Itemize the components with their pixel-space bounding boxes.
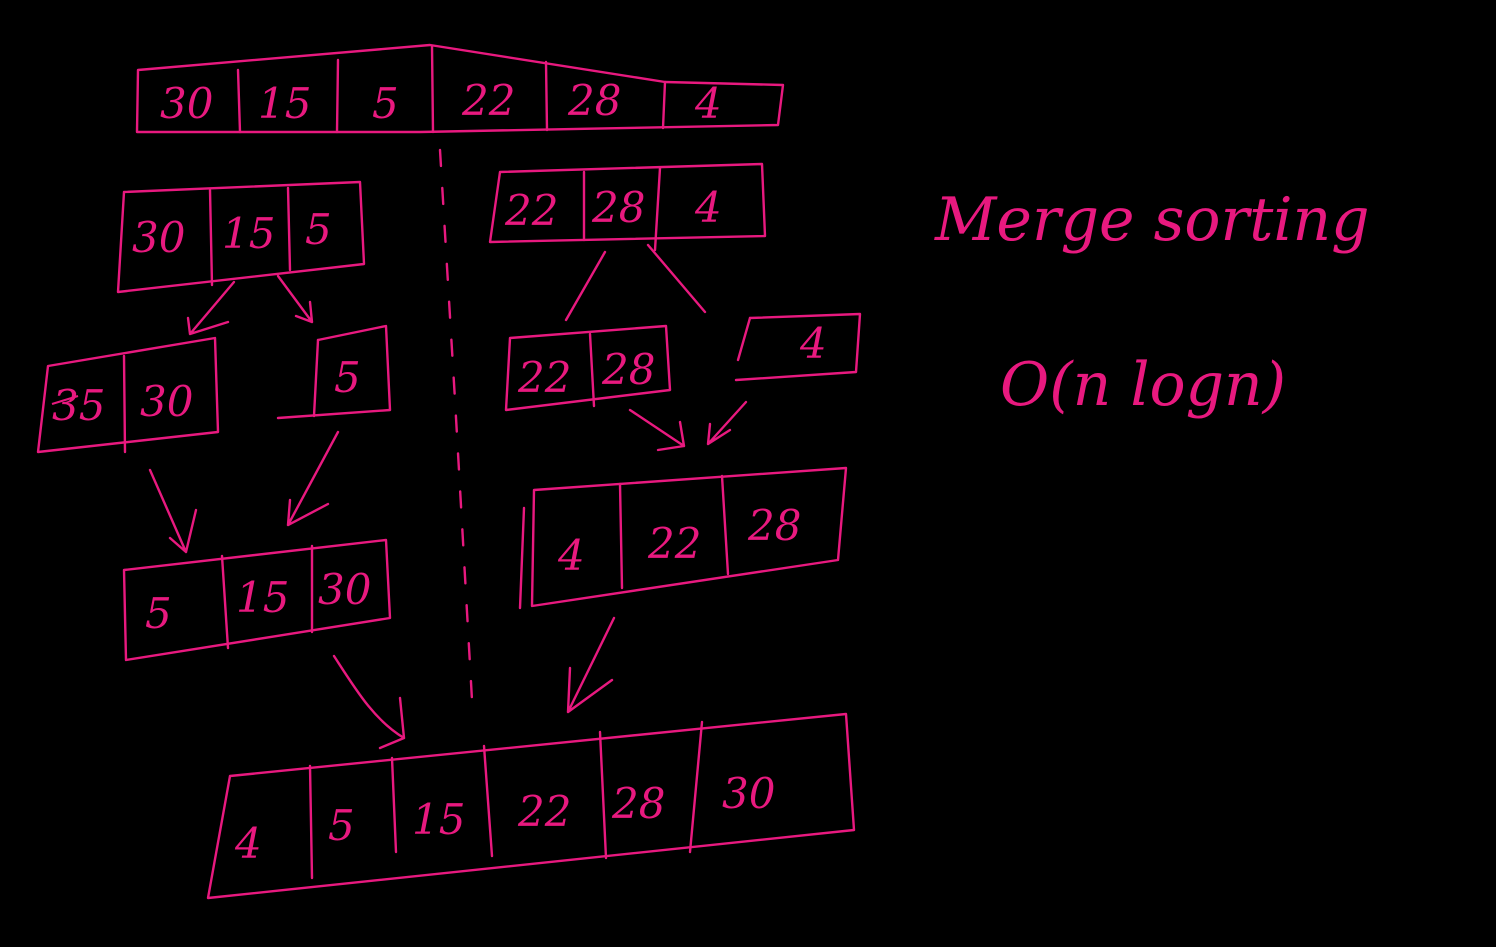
initial-cell-6: 4 bbox=[694, 79, 722, 128]
right-merged-cell-1: 4 bbox=[557, 531, 585, 580]
left-merged-cell-2: 15 bbox=[236, 573, 289, 622]
left-half-array: 30 15 5 bbox=[116, 180, 366, 294]
initial-cell-3: 5 bbox=[372, 79, 399, 128]
right-pair-cell-1: 22 bbox=[517, 353, 571, 402]
left-half-cell-2: 15 bbox=[222, 209, 275, 258]
left-single-array: 5 bbox=[276, 324, 392, 420]
right-single-cell: 4 bbox=[799, 319, 827, 368]
right-single-array: 4 bbox=[734, 312, 862, 382]
right-merged-cell-3: 28 bbox=[747, 501, 801, 550]
left-single-cell: 5 bbox=[334, 353, 361, 402]
split-arrow-left bbox=[186, 280, 236, 336]
right-pair-cell-2: 28 bbox=[601, 345, 655, 394]
complexity-label: O(n logn) bbox=[1000, 350, 1286, 420]
merge-arrow-b bbox=[286, 430, 340, 527]
right-merged-array: 4 22 28 bbox=[518, 466, 848, 610]
initial-cell-4: 22 bbox=[461, 76, 515, 125]
right-half-array: 22 28 4 bbox=[488, 162, 767, 252]
final-array: 4 5 15 22 28 30 bbox=[206, 712, 856, 900]
split-line-right-a bbox=[564, 250, 607, 322]
final-cell-4: 22 bbox=[517, 787, 571, 836]
merge-arrow-f bbox=[566, 616, 616, 714]
right-half-cell-3: 4 bbox=[694, 183, 722, 232]
left-half-cell-3: 5 bbox=[305, 205, 332, 254]
split-line-right-b bbox=[646, 243, 707, 314]
merge-arrow-c bbox=[628, 408, 686, 452]
merge-arrow-e bbox=[332, 654, 406, 750]
merge-arrow-a bbox=[148, 468, 198, 554]
title-label: Merge sorting bbox=[934, 185, 1370, 255]
initial-cell-1: 30 bbox=[160, 79, 213, 128]
strike-mark bbox=[51, 394, 79, 406]
initial-array: 30 15 5 22 28 4 bbox=[135, 43, 785, 134]
final-cell-6: 30 bbox=[722, 769, 775, 818]
right-pair-array: 22 28 bbox=[504, 324, 672, 412]
left-pair-array: 35 30 bbox=[36, 336, 220, 454]
right-half-cell-1: 22 bbox=[504, 186, 558, 235]
left-pair-cell-2: 30 bbox=[140, 377, 193, 426]
right-merged-cell-2: 22 bbox=[647, 519, 701, 568]
split-arrow-right bbox=[276, 274, 314, 324]
final-cell-5: 28 bbox=[611, 779, 665, 828]
initial-cell-5: 28 bbox=[567, 76, 621, 125]
split-divider bbox=[438, 148, 474, 702]
left-merged-cell-1: 5 bbox=[145, 589, 172, 638]
left-half-cell-1: 30 bbox=[132, 213, 185, 262]
right-half-cell-2: 28 bbox=[591, 183, 645, 232]
left-merged-cell-3: 30 bbox=[318, 565, 371, 614]
merge-arrow-d bbox=[706, 400, 748, 446]
left-merged-array: 5 15 30 bbox=[122, 538, 392, 662]
final-cell-3: 15 bbox=[412, 795, 465, 844]
final-cell-2: 5 bbox=[328, 801, 355, 850]
left-pair-struck: 35 bbox=[52, 381, 105, 430]
initial-cell-2: 15 bbox=[258, 79, 311, 128]
final-cell-1: 4 bbox=[234, 819, 262, 868]
